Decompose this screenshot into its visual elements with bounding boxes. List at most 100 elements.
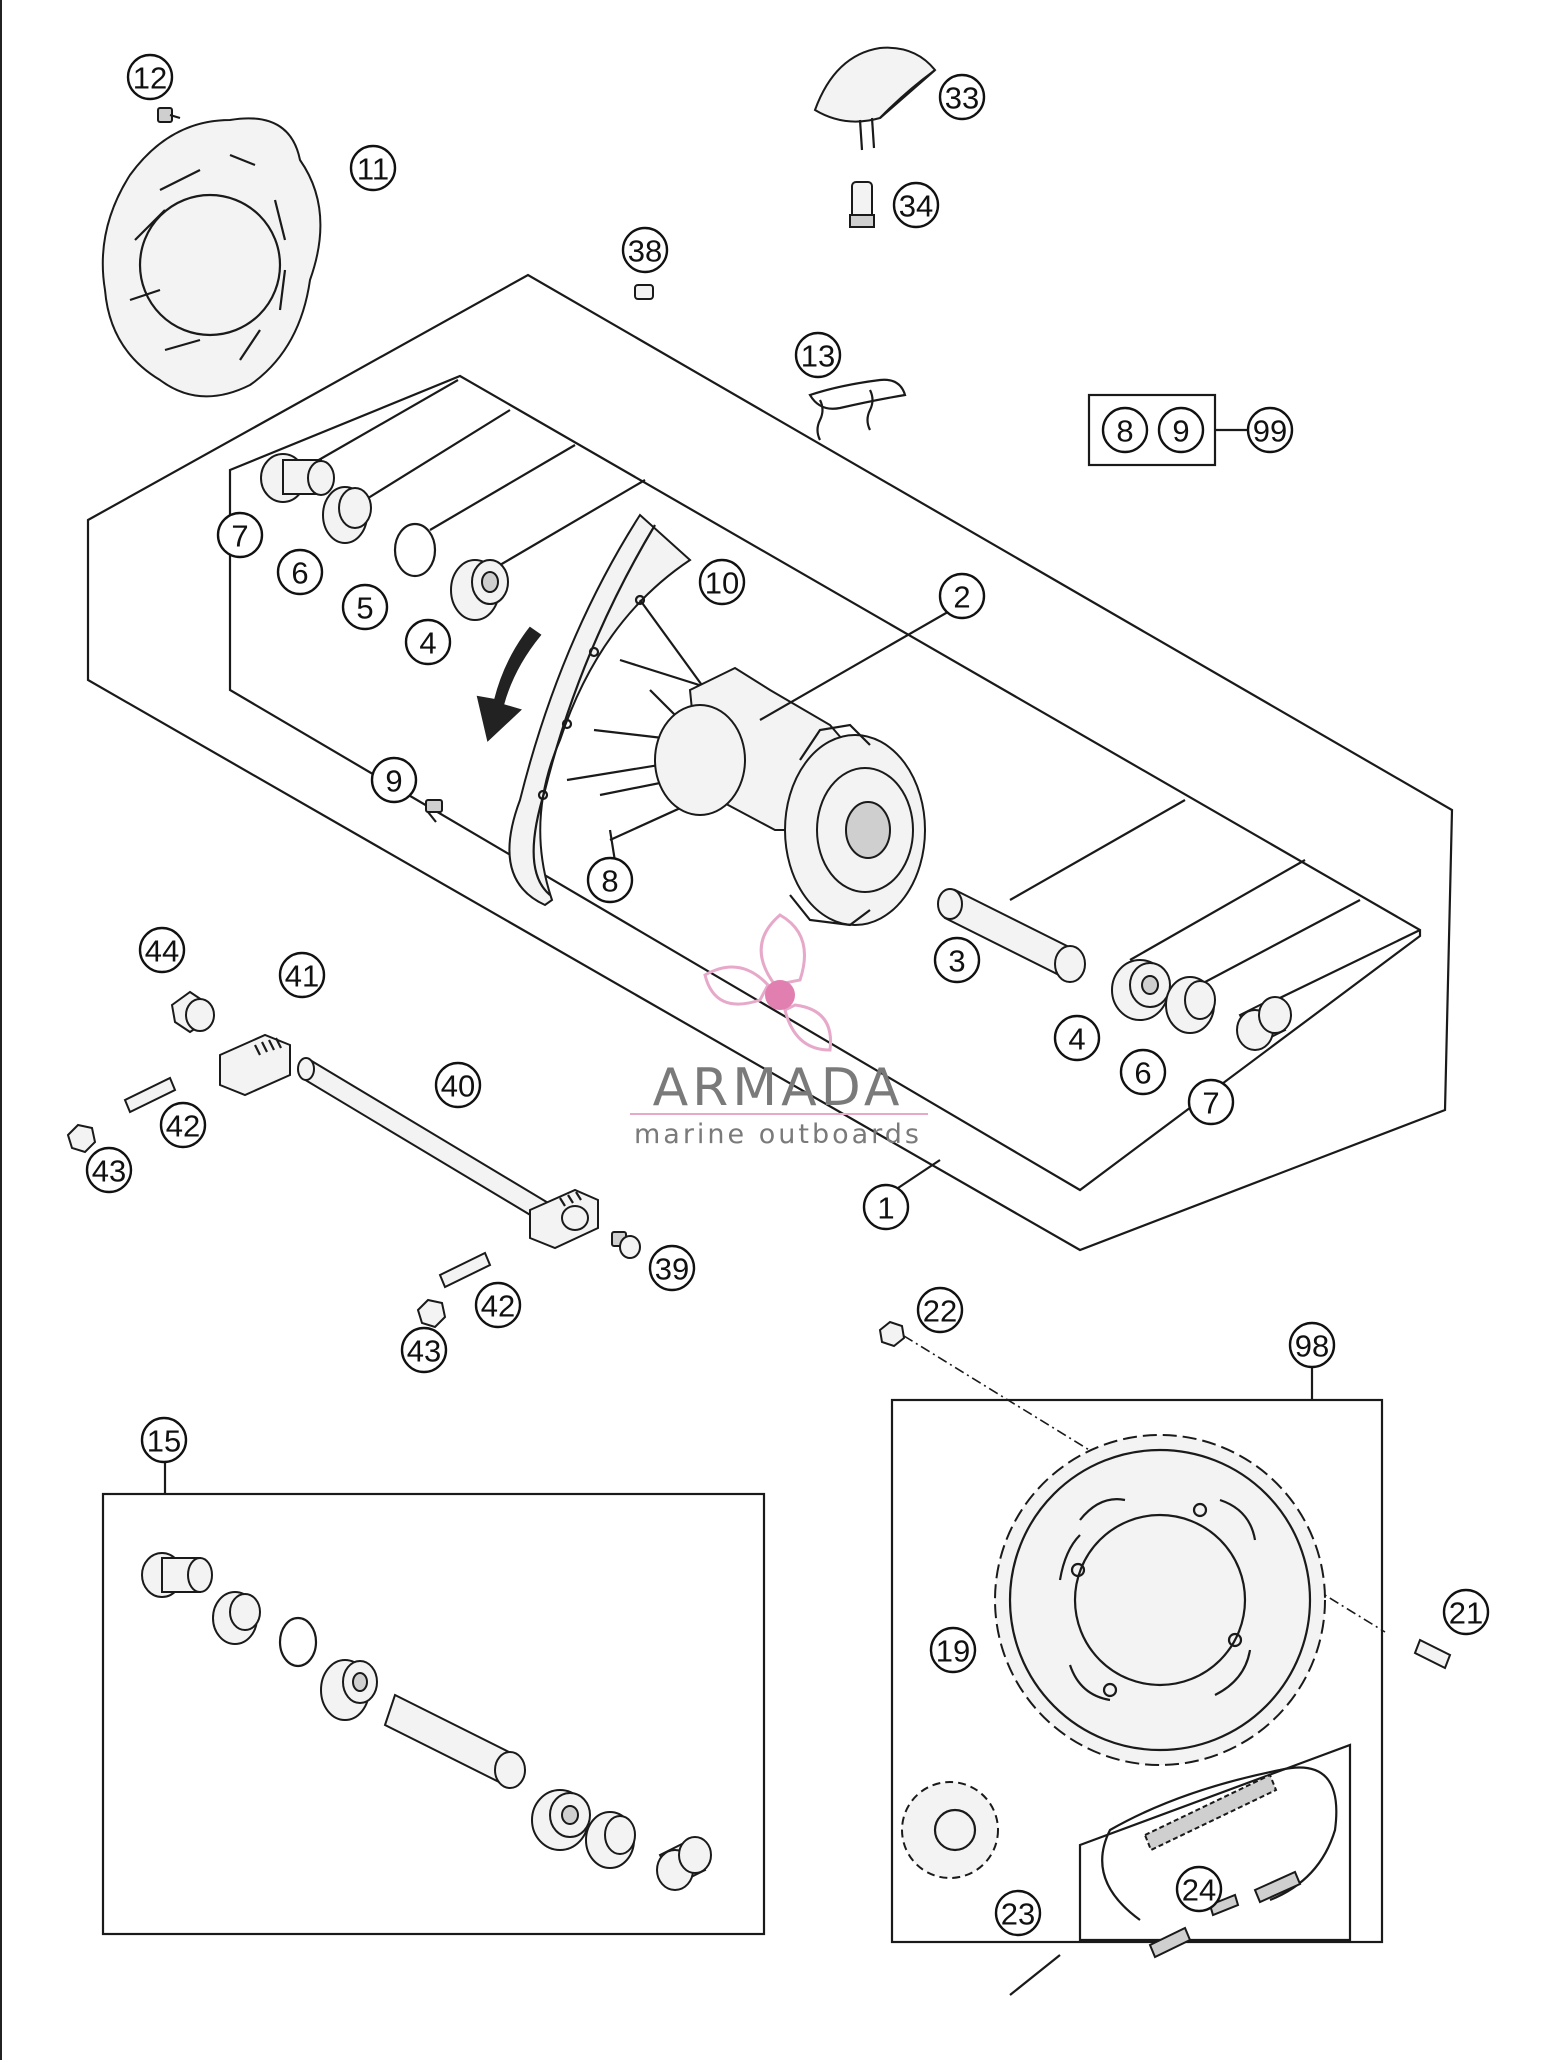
- callout-circle: [370, 756, 418, 804]
- callout-42: 42: [159, 1101, 207, 1149]
- callout-circle: [1175, 1865, 1223, 1913]
- callout-circle: [1288, 1321, 1336, 1369]
- callout-8: 8: [1101, 406, 1149, 454]
- left-spacer: [260, 453, 335, 503]
- callout-number: 8: [1116, 414, 1133, 449]
- callout-circle: [862, 1183, 910, 1231]
- callout-number: 42: [481, 1289, 515, 1324]
- callout-circle: [1157, 406, 1205, 454]
- callout-circle: [994, 1889, 1042, 1937]
- left-chain-adjuster: [219, 1033, 291, 1097]
- callout-8: 8: [586, 856, 634, 904]
- callout-2: 2: [938, 572, 986, 620]
- callout-circle: [586, 856, 634, 904]
- hub-assembly-inner-box: [228, 374, 1422, 1192]
- callout-number: 33: [945, 81, 979, 116]
- callout-23: 23: [994, 1889, 1042, 1937]
- right-chain-adjuster: [529, 1188, 599, 1250]
- seat-cap: [813, 46, 937, 151]
- callout-circle: [474, 1281, 522, 1329]
- callout-99: 99: [1246, 406, 1294, 454]
- callout-number: 4: [1068, 1022, 1085, 1057]
- callout-number: 8: [601, 864, 618, 899]
- callout-number: 44: [145, 934, 179, 969]
- callout-circle: [126, 53, 174, 101]
- callout-circle: [698, 558, 746, 606]
- watermark-tagline: marine outboards: [634, 1119, 922, 1150]
- callout-number: 43: [92, 1154, 126, 1189]
- callout-circle: [138, 926, 186, 974]
- spoke-nipple: [425, 799, 443, 823]
- callout-circle: [929, 1626, 977, 1674]
- callout-33: 33: [938, 73, 986, 121]
- exploded-axis-lines: [309, 379, 1421, 1011]
- callout-number: 6: [291, 556, 308, 591]
- callout-circle: [349, 144, 397, 192]
- callout-number: 7: [231, 519, 248, 554]
- callout-circle: [938, 572, 986, 620]
- right-bearing: [1111, 959, 1171, 1021]
- callout-number: 12: [133, 61, 167, 96]
- callout-number: 9: [1172, 414, 1189, 449]
- right-seal: [1165, 976, 1216, 1034]
- callout-circle: [1101, 406, 1149, 454]
- callout-number: 13: [801, 339, 835, 374]
- chain-box: [1078, 1743, 1352, 1942]
- chain-master-link: [1208, 1893, 1240, 1917]
- callout-number: 34: [899, 189, 933, 224]
- callout-21: 21: [1442, 1588, 1490, 1636]
- callout-circle: [892, 181, 940, 229]
- callout-44: 44: [138, 926, 186, 974]
- callout-number: 19: [936, 1634, 970, 1669]
- callout-7: 7: [1187, 1078, 1235, 1126]
- callout-circle: [621, 226, 669, 274]
- callout-number: 10: [705, 566, 739, 601]
- callout-12: 12: [126, 53, 174, 101]
- callout-circle: [159, 1101, 207, 1149]
- right-adjuster-nut: [416, 1298, 447, 1329]
- callout-number: 4: [419, 626, 436, 661]
- callout-7: 7: [216, 511, 264, 559]
- valve-cap: [634, 284, 654, 300]
- callout-42: 42: [474, 1281, 522, 1329]
- callout-34: 34: [892, 181, 940, 229]
- callout-circle: [278, 951, 326, 999]
- callout-circle: [1246, 406, 1294, 454]
- left-seal: [322, 486, 372, 544]
- axle-nut: [170, 990, 215, 1034]
- sprocket-bolt: [1413, 1638, 1452, 1670]
- callout-4: 4: [1053, 1014, 1101, 1062]
- callout-number: 40: [441, 1069, 475, 1104]
- sprocket-kit-box: [890, 1398, 1384, 1944]
- callout-24: 24: [1175, 1865, 1223, 1913]
- callout-circle: [276, 548, 324, 596]
- rim-band: [808, 378, 907, 441]
- curved-direction-arrow-icon: [476, 626, 542, 742]
- callout-number: 22: [923, 1294, 957, 1329]
- callout-43: 43: [85, 1146, 133, 1194]
- callout-number: 11: [357, 152, 389, 187]
- right-spacer: [1236, 996, 1292, 1051]
- callout-5: 5: [341, 583, 389, 631]
- brake-disc: [101, 117, 322, 398]
- callout-15: 15: [140, 1416, 188, 1464]
- callout-circle: [916, 1286, 964, 1334]
- right-adjuster-bolt: [438, 1251, 492, 1289]
- callout-circle: [85, 1146, 133, 1194]
- callout-19: 19: [929, 1626, 977, 1674]
- disc-bolt: [157, 107, 181, 123]
- callout-number: 42: [166, 1109, 200, 1144]
- drive-chain: [1101, 1766, 1338, 1959]
- wheel-assembly-outer-box: [86, 273, 1454, 1252]
- callout-4: 4: [404, 618, 452, 666]
- callout-6: 6: [276, 548, 324, 596]
- callout-circle: [404, 618, 452, 666]
- callout-38: 38: [621, 226, 669, 274]
- rear-hub: [654, 666, 926, 927]
- callout-9: 9: [370, 756, 418, 804]
- hub-kit-box: [101, 1492, 766, 1936]
- left-bearing: [450, 559, 509, 621]
- rear-sprocket: [994, 1434, 1326, 1766]
- callout-98: 98: [1288, 1321, 1336, 1369]
